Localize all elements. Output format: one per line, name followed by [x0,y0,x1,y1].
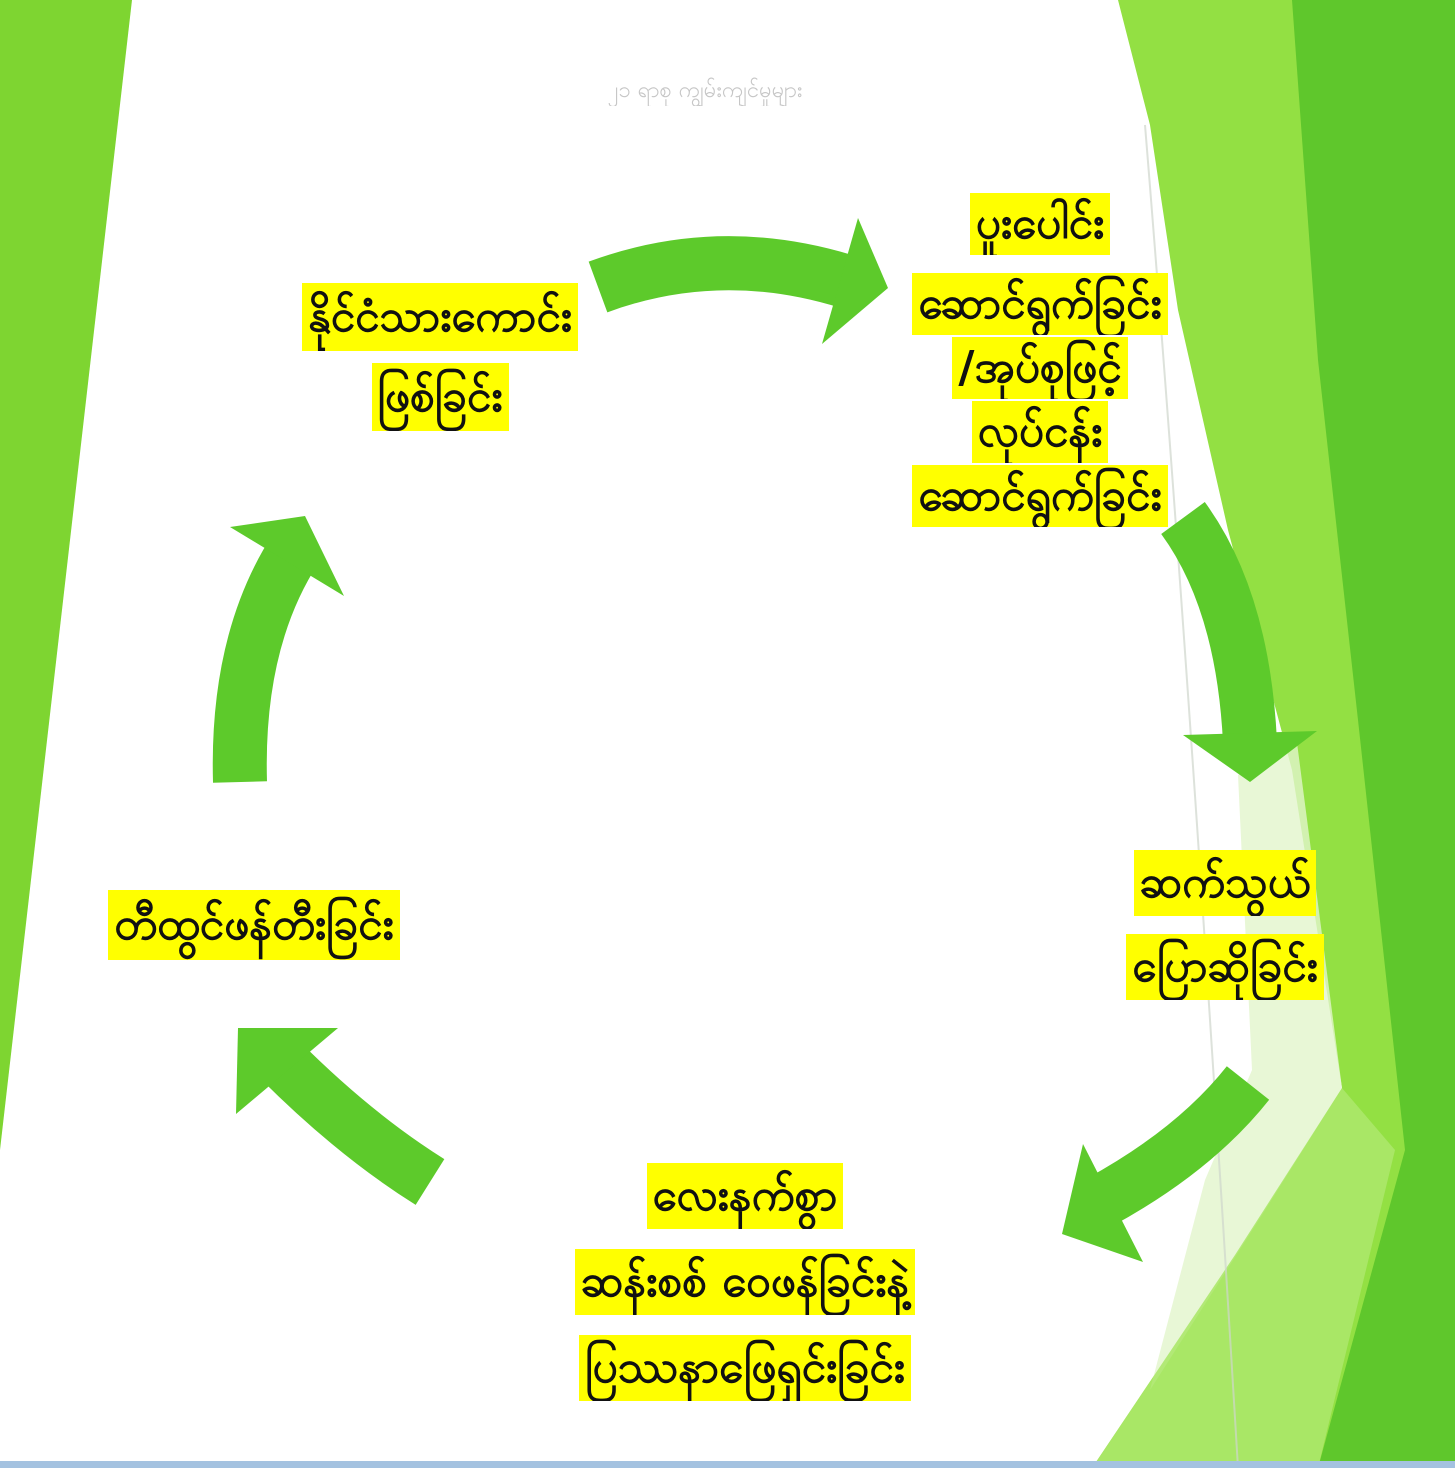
arrow-shaft [260,1040,445,1205]
step-label-creativity: တီထွင်ဖန်တီးခြင်း [94,890,414,960]
arrow-shaft [1086,1066,1270,1226]
cycle-arrow-creativity-to-citizenship [212,516,344,783]
right-dark-green-panel [1292,0,1455,1468]
step-label-line: ပူးပေါင်း [969,193,1111,255]
step-label-citizenship: နိုင်ငံသားကောင်း ဖြစ်ခြင်း [280,283,600,431]
step-label-line: ဆောင်ရွက်ခြင်း [912,273,1168,335]
step-label-line: လေးနက်စွာ [646,1163,844,1229]
step-label-collaboration: ပူးပေါင်း ဆောင်ရွက်ခြင်း /အုပ်စုဖြင့် လု… [885,193,1195,527]
arrowhead [236,1028,338,1114]
bottom-edge-bar [0,1461,1455,1468]
step-label-line: ပြောဆိုခြင်း [1126,934,1324,1000]
arrow-shaft [588,236,857,313]
arrowhead [822,218,888,344]
step-label-line: /အုပ်စုဖြင့် [952,337,1128,399]
cycle-arrow-citizenship-to-collaboration [588,218,888,344]
arrowhead [1183,731,1317,782]
step-label-critical-thinking: လေးနက်စွာ ဆန်းစစ် ဝေဖန်ခြင်းနဲ့ ပြဿနာဖြေ… [540,1163,950,1401]
step-label-line: ပြဿနာဖြေရှင်းခြင်း [579,1335,911,1401]
step-label-line: ဖြစ်ခြင်း [371,363,509,431]
cycle-arrow-communication-to-critical-thinking [1062,1066,1270,1262]
arrow-shaft [1160,502,1277,744]
cycle-arrow-collaboration-to-communication [1160,502,1317,782]
step-label-line: ဆောင်ရွက်ခြင်း [912,465,1168,527]
step-label-line: ဆန်းစစ် ဝေဖန်ခြင်းနဲ့ [574,1249,916,1315]
arrow-shaft [212,533,319,783]
arrowhead [1062,1144,1143,1262]
step-label-line: တီထွင်ဖန်တီးခြင်း [108,890,400,960]
slide-title: ၂၁ ရာစု ကျွမ်းကျင်မှုများ [607,78,803,103]
arrowhead [230,516,344,596]
cycle-arrow-critical-thinking-to-creativity [236,1028,445,1205]
step-label-communication: ဆက်သွယ် ပြောဆိုခြင်း [1100,850,1350,1000]
bottom-right-light-panel [1092,1088,1395,1468]
step-label-line: လုပ်ငန်း [971,401,1109,463]
left-green-panel [0,0,132,1150]
step-label-line: နိုင်ငံသားကောင်း [302,283,578,351]
step-label-line: ဆက်သွယ် [1133,850,1317,916]
